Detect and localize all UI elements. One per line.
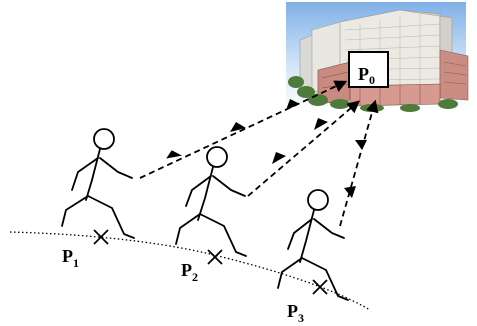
arrow-p3-to-p0	[339, 99, 379, 227]
cross-mark-p1	[93, 229, 109, 245]
ground-path	[9, 231, 371, 311]
p0-box	[348, 51, 389, 88]
p2-label: P2	[181, 260, 198, 284]
arrow-p2-to-p0	[247, 100, 360, 197]
runner-figure-1	[61, 128, 135, 239]
cross-mark-p3	[312, 279, 328, 295]
p3-label: P3	[287, 301, 304, 325]
arrowheads	[166, 99, 367, 198]
cross-mark-p2	[207, 249, 223, 265]
arrows	[139, 80, 379, 227]
runner-figure-2	[175, 146, 247, 257]
arrow-p1-to-p0	[139, 80, 348, 179]
runner-figure-3	[277, 189, 349, 301]
p1-label: P1	[62, 246, 79, 270]
p0-label: P0	[358, 64, 375, 87]
